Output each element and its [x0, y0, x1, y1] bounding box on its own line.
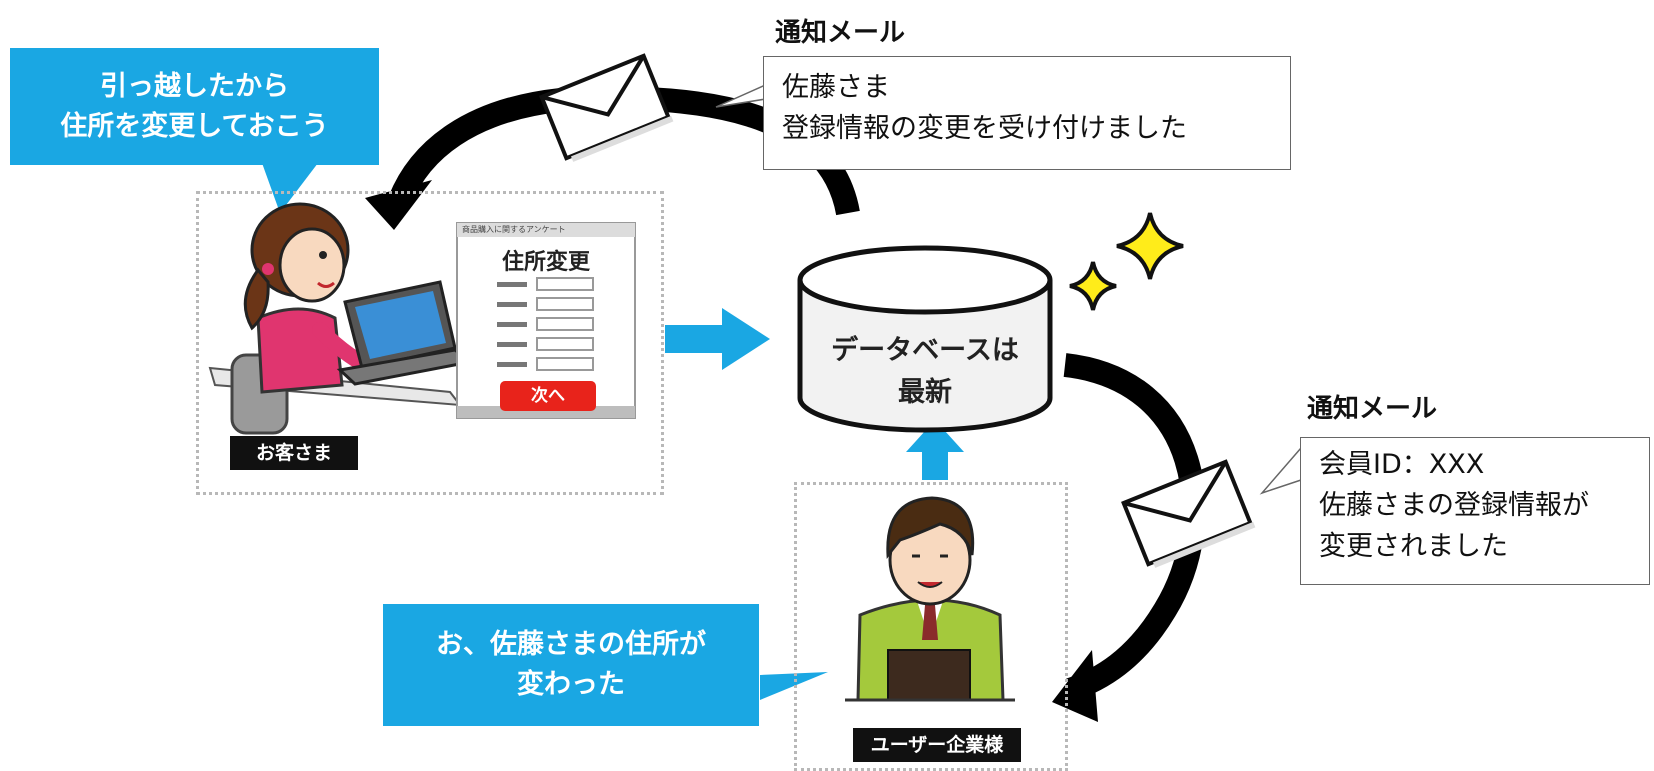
right-note-title: 通知メール: [1307, 394, 1438, 424]
right-arrow-head: [1052, 650, 1098, 722]
database-cylinder: [797, 245, 1053, 433]
arrow-up-blue: [906, 420, 964, 480]
company-bubble-line1: お、佐藤さまの住所が: [436, 629, 706, 660]
right-note-line1: 会員ID：XXX: [1319, 449, 1485, 480]
database-line1: データベースは: [831, 335, 1019, 366]
customer-frame: [196, 191, 664, 495]
database-label: データベースは 最新: [800, 330, 1050, 414]
right-note-box: 会員ID：XXX 佐藤さまの登録情報が 変更されました: [1300, 437, 1650, 585]
customer-bubble-line2: 住所を変更しておこう: [60, 110, 329, 142]
form-next-button[interactable]: 次へ: [500, 381, 596, 411]
right-curve-arrow: [1063, 353, 1206, 702]
customer-bubble-tail: [262, 163, 318, 213]
form-mockup: [456, 222, 636, 419]
customer-bubble-line1: 引っ越したから: [100, 70, 289, 102]
customer-tag: お客さま: [230, 436, 358, 470]
customer-speech-bubble: 引っ越したから 住所を変更しておこう: [10, 48, 379, 165]
envelope-icon: [1121, 459, 1256, 568]
sparkle-small-icon: [1069, 261, 1117, 311]
top-note-title: 通知メール: [775, 18, 906, 48]
top-note-box: 佐藤さま 登録情報の変更を受け付けました: [763, 56, 1291, 170]
top-note-tail: [715, 81, 773, 108]
company-speech-bubble: お、佐藤さまの住所が 変わった: [383, 604, 759, 726]
sparkle-large-icon: [1116, 212, 1184, 280]
company-bubble-line2: 変わった: [517, 669, 625, 700]
form-header: 商品購入に関するアンケート: [462, 225, 566, 234]
company-tag: ユーザー企業様: [853, 728, 1021, 762]
company-illustration: [845, 496, 1015, 702]
top-note-line1: 佐藤さま: [782, 72, 890, 103]
form-title: 住所変更: [501, 250, 590, 275]
right-note-line2: 佐藤さまの登録情報が: [1319, 490, 1589, 521]
top-note-line2: 登録情報の変更を受け付けました: [782, 113, 1187, 144]
database-line2: 最新: [898, 377, 952, 408]
arrow-right-blue: [665, 308, 770, 370]
right-note-tail: [1259, 447, 1302, 495]
right-note-line3: 変更されました: [1319, 531, 1508, 562]
company-frame: [794, 482, 1068, 771]
customer-illustration: [208, 202, 474, 435]
envelope-icon: [539, 53, 674, 162]
